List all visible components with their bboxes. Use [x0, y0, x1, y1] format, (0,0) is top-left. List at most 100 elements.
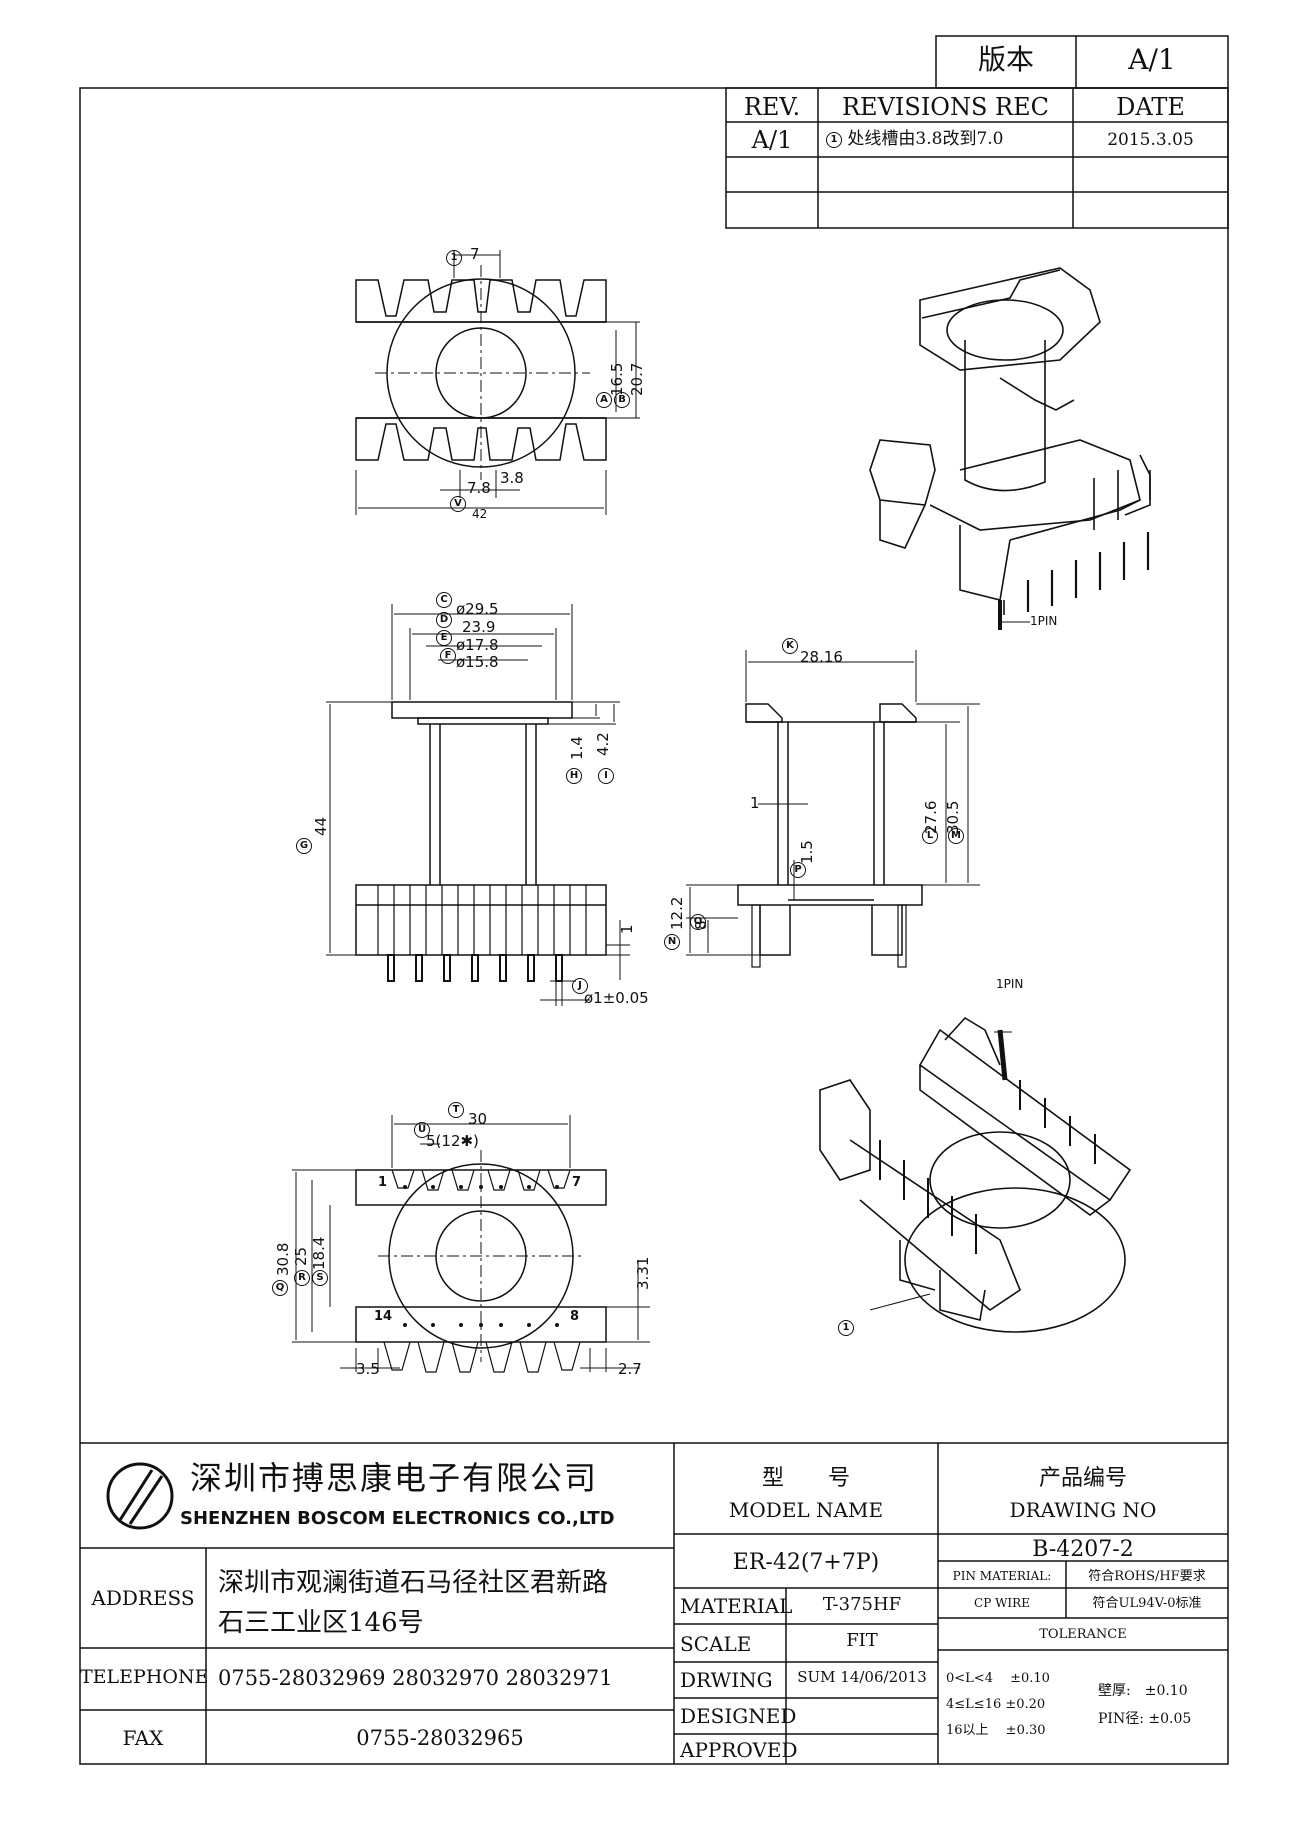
marker-k: K [782, 638, 798, 654]
dim-wall-1: 1 [750, 794, 760, 812]
scale-label: SCALE [680, 1632, 752, 1656]
rev-marker-top: 1 [446, 250, 462, 266]
version-value: A/1 [1128, 43, 1176, 76]
tolerance-line1: 0<L<4 ±0.10 [946, 1671, 1050, 1686]
tolerance-label: TOLERANCE [1039, 1627, 1127, 1642]
dim-18-4: 18.4 [310, 1236, 328, 1270]
telephone-value: 0755-28032969 28032970 28032971 [218, 1666, 613, 1690]
tolerance-line3: 16以上 ±0.30 [946, 1723, 1046, 1738]
dim-4-2: 4.2 [594, 732, 612, 756]
cp-wire-value: 符合UL94V-0标准 [1092, 1596, 1202, 1611]
marker-c: C [436, 592, 452, 608]
top-view [355, 250, 640, 515]
front-view [326, 604, 630, 1006]
address-line2: 石三工业区146号 [218, 1608, 424, 1638]
marker-e: E [436, 630, 452, 646]
marker-m: M [948, 828, 964, 844]
revision-table-frame [725, 87, 1229, 229]
dim-pin-dia: ø1±0.05 [584, 989, 649, 1007]
dim-16-5: 16.5 [608, 362, 626, 396]
rev-row-description: 处线槽由3.8改到7.0 [847, 129, 1004, 149]
isometric-view-upper [869, 267, 1151, 630]
dim-28-16: 28.16 [800, 648, 843, 666]
pin-1-label: 1 [378, 1175, 388, 1190]
drawing-no-label-cn: 产品编号 [1038, 1466, 1127, 1491]
wall-tolerance: 壁厚: ±0.10 [1098, 1683, 1188, 1699]
marker-d: D [436, 612, 452, 628]
dim-30: 30 [468, 1110, 488, 1128]
pin-material-value: 符合ROHS/HF要求 [1088, 1569, 1206, 1584]
company-logo [106, 1462, 174, 1530]
dim-20-7: 20.7 [628, 362, 646, 396]
marker-g: G [296, 838, 312, 854]
marker-i: I [598, 768, 614, 784]
pin-14-label: 14 [374, 1309, 393, 1324]
drawing-no-value: B-4207-2 [1032, 1537, 1134, 1562]
dim-25: 25 [292, 1246, 310, 1266]
pin-8-label: 8 [570, 1309, 580, 1324]
material-label: MATERIAL [680, 1594, 793, 1618]
model-label-cn: 型 号 [761, 1466, 850, 1491]
marker-h: H [566, 768, 582, 784]
version-label: 版本 [977, 43, 1034, 76]
marker-f: F [440, 648, 456, 664]
drawing-label: DRWING [680, 1668, 773, 1692]
drawing-frame [79, 87, 1229, 1765]
marker-a: A [596, 392, 612, 408]
dim-1-4: 1.4 [568, 736, 586, 760]
dim-3-5: 3.5 [356, 1360, 380, 1378]
dim-29-5: ø29.5 [456, 600, 499, 618]
marker-s: S [312, 1270, 328, 1286]
pin-material-label: PIN MATERIAL: [952, 1569, 1052, 1583]
rev-row-rev: A/1 [751, 126, 793, 154]
rev-row-text: 1 处线槽由3.8改到7.0 [826, 131, 1003, 148]
pin-7-label: 7 [572, 1175, 582, 1190]
cp-wire-label: CP WIRE [974, 1596, 1030, 1610]
dim-30-8: 30.8 [274, 1242, 292, 1276]
scale-value: FIT [846, 1630, 878, 1651]
model-label-en: MODEL NAME [728, 1498, 884, 1522]
marker-o: O [690, 914, 706, 930]
marker-b: B [614, 392, 630, 408]
rev-row-marker: 1 [826, 131, 842, 148]
tolerance-line2: 4≤L≤16 ±0.20 [946, 1697, 1046, 1712]
marker-v: V [450, 496, 466, 512]
bottom-view [292, 1115, 650, 1373]
dim-overall-42: 42 [472, 507, 488, 521]
dim-12-2: 12.2 [668, 896, 686, 930]
dim-pitch: 5(12✱) [426, 1132, 479, 1150]
dim-height-44: 44 [312, 816, 330, 836]
dim-2-7: 2.7 [618, 1360, 642, 1378]
dim-slot-width: 7 [470, 245, 480, 263]
model-value: ER-42(7+7P) [732, 1550, 880, 1575]
drawing-value: SUM 14/06/2013 [797, 1668, 927, 1686]
marker-t: T [448, 1102, 464, 1118]
marker-u: U [414, 1122, 430, 1138]
pin1-label-upper: 1PIN [1030, 614, 1058, 628]
dim-17-8: ø17.8 [456, 636, 499, 654]
material-value: T-375HF [822, 1594, 902, 1615]
drawing-no-label-en: DRAWING NO [1009, 1498, 1157, 1522]
dim-3-31: 3.31 [634, 1256, 652, 1290]
marker-p: P [790, 862, 806, 878]
company-name-cn: 深圳市搏思康电子有限公司 [190, 1459, 599, 1497]
telephone-label: TELEPHONE [80, 1666, 209, 1688]
dim-1-5: 1.5 [798, 840, 816, 864]
marker-n: N [664, 934, 680, 950]
dim-3-8: 3.8 [500, 469, 524, 487]
designed-label: DESIGNED [680, 1704, 797, 1728]
address-line1: 深圳市观澜街道石马径社区君新路 [218, 1568, 609, 1598]
address-label: ADDRESS [91, 1586, 195, 1610]
dim-15-8: ø15.8 [456, 653, 499, 671]
marker-j: J [572, 978, 588, 994]
rev-marker-iso: 1 [838, 1320, 854, 1336]
marker-q: Q [272, 1280, 288, 1296]
side-view [686, 650, 980, 968]
fax-value: 0755-28032965 [356, 1726, 524, 1750]
dim-1: 1 [618, 924, 636, 934]
dim-23-9: 23.9 [462, 618, 496, 636]
revisions-rec-header: REVISIONS REC [841, 93, 1050, 121]
date-header: DATE [1116, 93, 1185, 121]
marker-r: R [294, 1270, 310, 1286]
